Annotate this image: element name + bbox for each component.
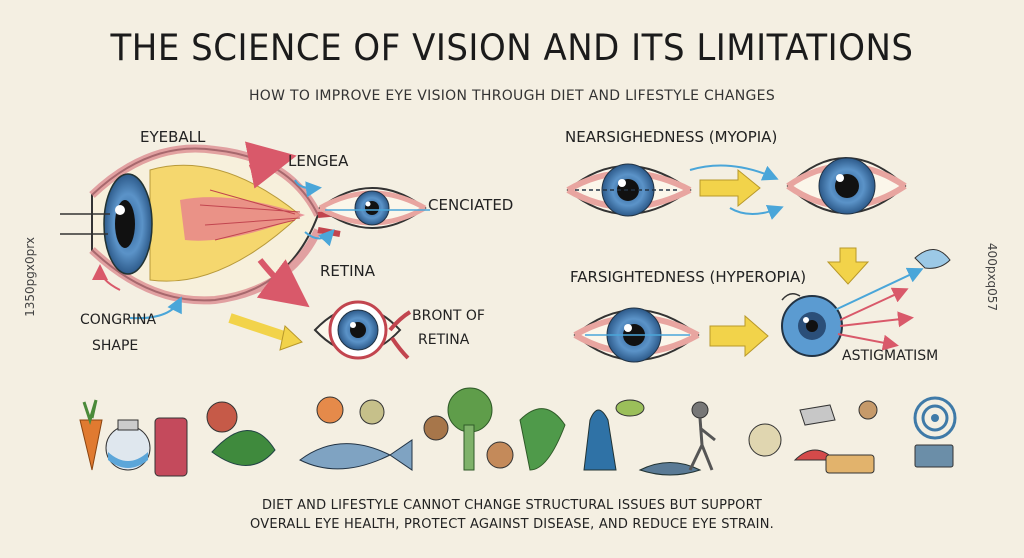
bread-icon: [825, 454, 875, 474]
myopia-arrow: [689, 164, 784, 220]
label-congrina: CONGRINA: [80, 312, 157, 328]
food-strip: [79, 387, 957, 477]
footer-line-1: DIET AND LIFESTYLE CANNOT CHANGE STRUCTU…: [261, 498, 763, 513]
label-retina: RETINA: [320, 262, 375, 280]
page-subtitle: HOW TO IMPROVE EYE VISION THROUGH DIET A…: [248, 88, 776, 104]
footer-note: DIET AND LIFESTYLE CANNOT CHANGE STRUCTU…: [0, 496, 1024, 534]
down-arrow: [826, 247, 870, 285]
label-hyperopia: FARSIGHTEDNESS (HYPEROPIA): [570, 268, 807, 286]
walker-icon: [691, 401, 709, 419]
kale-icon: [519, 408, 566, 471]
oil-bottle-icon: [583, 409, 617, 471]
carrot-icon: [79, 419, 103, 471]
eyeball-cross-section: [60, 144, 341, 320]
books-icon: [914, 444, 954, 468]
label-cenciated: CENCIATED: [428, 196, 514, 214]
eye-astigmatism: [781, 249, 951, 357]
eye-myopia-before: [566, 163, 692, 217]
label-astigmatism: ASTIGMATISM: [842, 348, 939, 364]
label-eyeball: EYEBALL: [140, 128, 206, 146]
label-myopia: NEARSIGHEDNESS (MYOPIA): [565, 128, 778, 146]
spinach-icon: [211, 430, 276, 466]
pillow-icon: [799, 404, 836, 426]
juice-jar-icon: [154, 417, 188, 477]
side-text-right: 400pxq057: [985, 242, 1000, 312]
eye-hyperopia: [573, 307, 700, 363]
side-text-left: 1350pgx0prx: [22, 237, 37, 317]
fish-icon: [299, 439, 413, 471]
eye-myopia-after: [786, 157, 907, 215]
hyperopia-arrow: [709, 314, 769, 358]
label-shape: SHAPE: [92, 338, 139, 354]
target-icon: [913, 396, 957, 440]
label-bront-of: BRONT OF: [412, 308, 485, 324]
label-bront-retina: RETINA: [418, 332, 470, 348]
footer-line-2: OVERALL EYE HEALTH, PROTECT AGAINST DISE…: [250, 517, 774, 532]
eye-lengea: [318, 187, 430, 229]
page-title: THE SCIENCE OF VISION AND ITS LIMITATION…: [110, 26, 914, 70]
orange-icon: [316, 396, 344, 424]
connector-arrows: [228, 141, 335, 351]
label-lengea: LENGEA: [288, 152, 349, 170]
eye-retina: [313, 300, 412, 360]
apple-icon: [206, 401, 238, 433]
